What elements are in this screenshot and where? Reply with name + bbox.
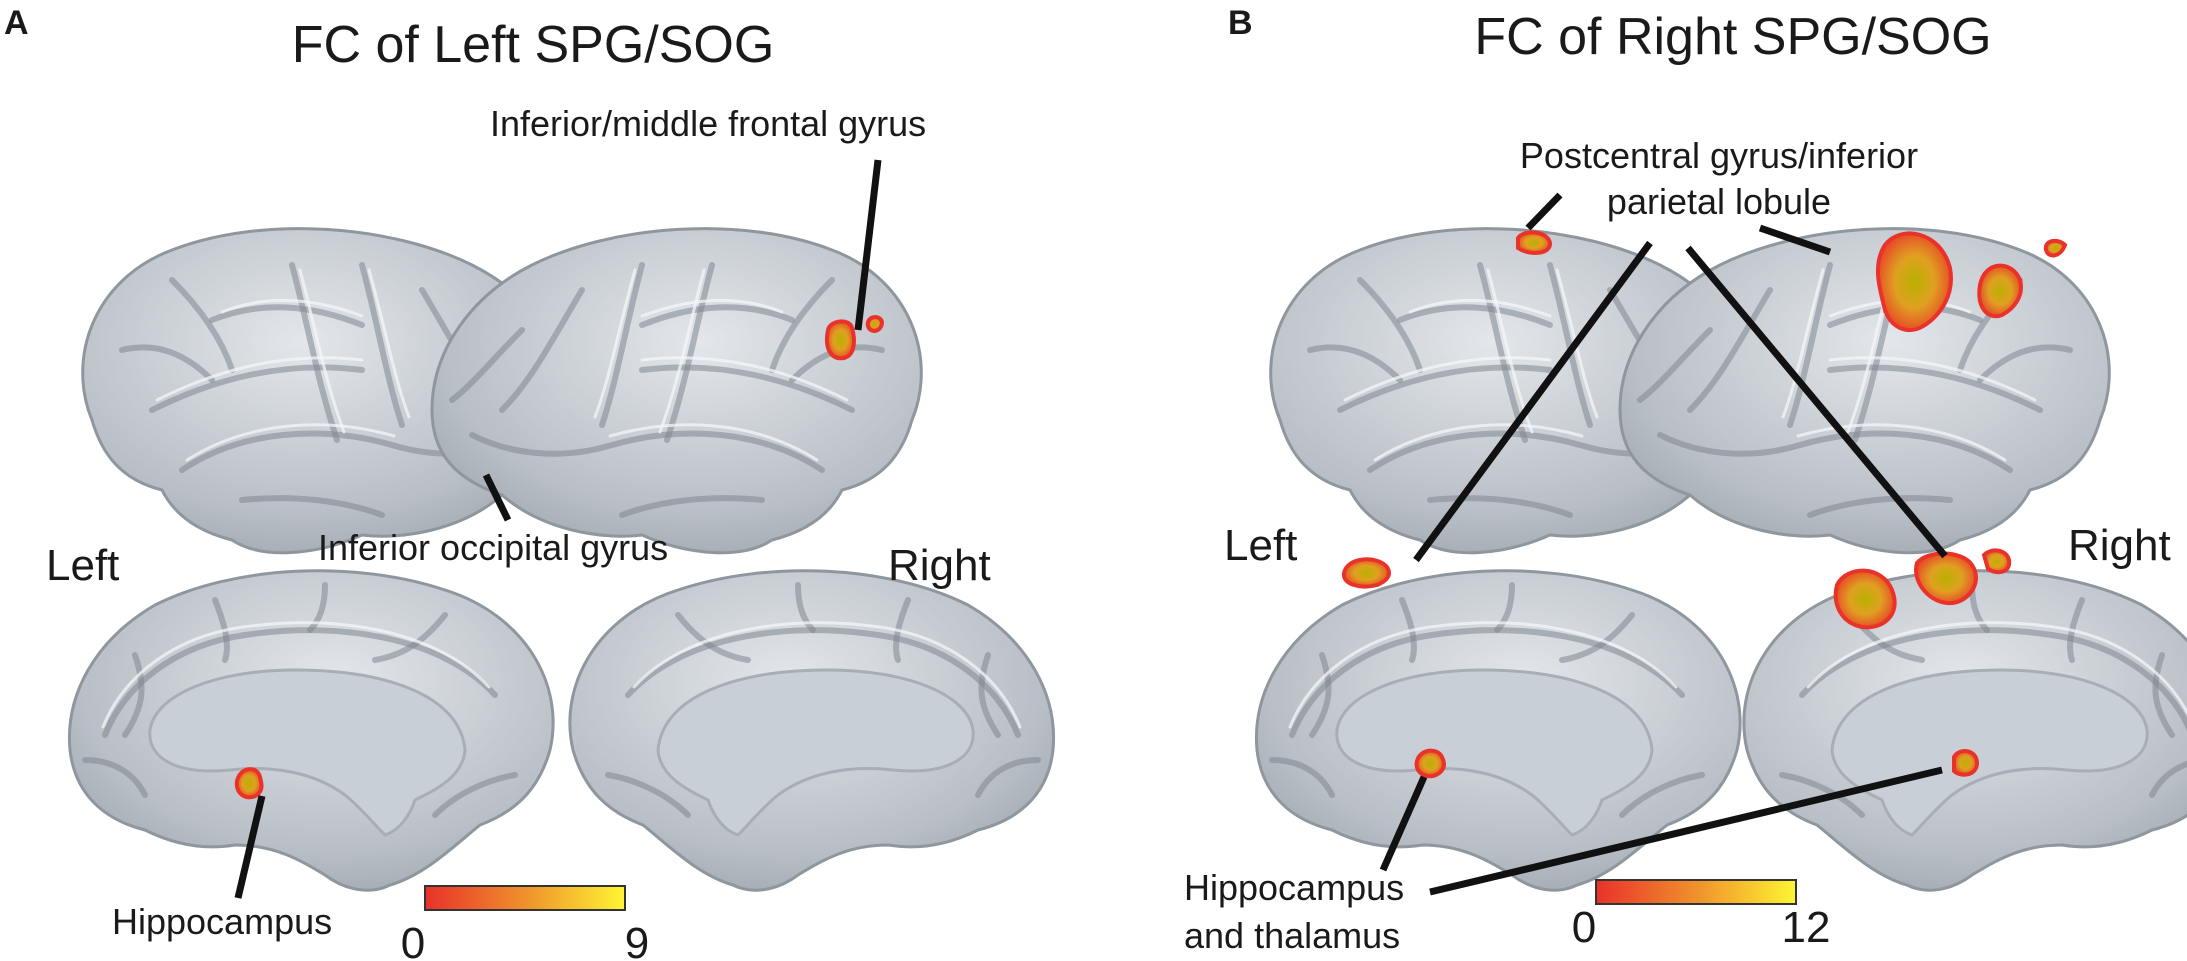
leader-occipital-a	[482, 473, 512, 522]
leader-hippocampus-a	[234, 795, 266, 899]
colorbar-b	[1595, 879, 1797, 905]
panel-b-title: FC of Right SPG/SOG	[1474, 8, 1991, 66]
label-postcentral-line1: Postcentral gyrus/inferior	[1520, 135, 1918, 176]
colorbar-a	[424, 885, 626, 911]
leader-postcentral-medial-right	[1685, 245, 1948, 559]
brain-left-medial-a	[69, 571, 553, 890]
leader-postcentral-medial-left	[1413, 240, 1653, 563]
activation-thalamus-right-b	[1952, 749, 1980, 777]
colorbar-a-min: 0	[401, 919, 425, 961]
colorbar-b-min: 0	[1572, 903, 1596, 952]
label-postcentral-line2: parietal lobule	[1607, 181, 1831, 222]
colorbar-a-max: 9	[625, 919, 649, 961]
activation-postcentral-left-b	[1516, 230, 1553, 255]
panel-letter-b: B	[1228, 4, 1253, 42]
brain-left-lateral-b	[1271, 229, 1760, 553]
activation-postcentral-right-b	[1876, 231, 1953, 332]
side-label-right-b: Right	[2068, 521, 2171, 570]
leader-frontal-a	[854, 159, 882, 331]
activation-frontal-a	[825, 319, 856, 361]
leader-postcentral-top-left	[1525, 192, 1563, 231]
side-label-left-b: Left	[1224, 521, 1297, 570]
label-inferior-occipital-gyrus: Inferior occipital gyrus	[318, 527, 668, 568]
label-hippocampus-a: Hippocampus	[112, 901, 332, 942]
activation-precuneus-left-b	[1341, 557, 1391, 589]
panel-a: A FC of Left SPG/SOG Inferior/middle fro…	[4, 4, 1054, 961]
brain-right-lateral-b	[1620, 229, 2109, 553]
side-label-right-a: Right	[888, 541, 991, 590]
brain-left-medial-b	[1256, 557, 1740, 890]
label-inferior-middle-frontal-gyrus: Inferior/middle frontal gyrus	[490, 103, 926, 144]
leader-thalamus-right-b	[1429, 766, 1943, 896]
label-hippocampus-thalamus-line1: Hippocampus	[1184, 867, 1404, 908]
activation-precuneus-right-b	[1833, 568, 1897, 630]
activation-hippocampus-left-b	[1414, 748, 1446, 779]
brain-right-lateral-a	[432, 229, 921, 553]
brain-right-medial-a	[570, 571, 1054, 890]
leader-hippocampus-left-b	[1379, 775, 1428, 872]
panel-b: B FC of Right SPG/SOG Postcentra	[1184, 4, 2187, 956]
colorbar-b-max: 12	[1782, 903, 1831, 952]
activation-hippocampus-a	[234, 767, 264, 800]
panel-a-title: FC of Left SPG/SOG	[292, 16, 775, 74]
panel-letter-a: A	[4, 4, 29, 42]
brain-right-medial-b	[1744, 548, 2187, 890]
leader-postcentral-top-right	[1758, 224, 1832, 256]
label-hippocampus-thalamus-line2: and thalamus	[1184, 915, 1400, 956]
side-label-left-a: Left	[46, 541, 119, 590]
